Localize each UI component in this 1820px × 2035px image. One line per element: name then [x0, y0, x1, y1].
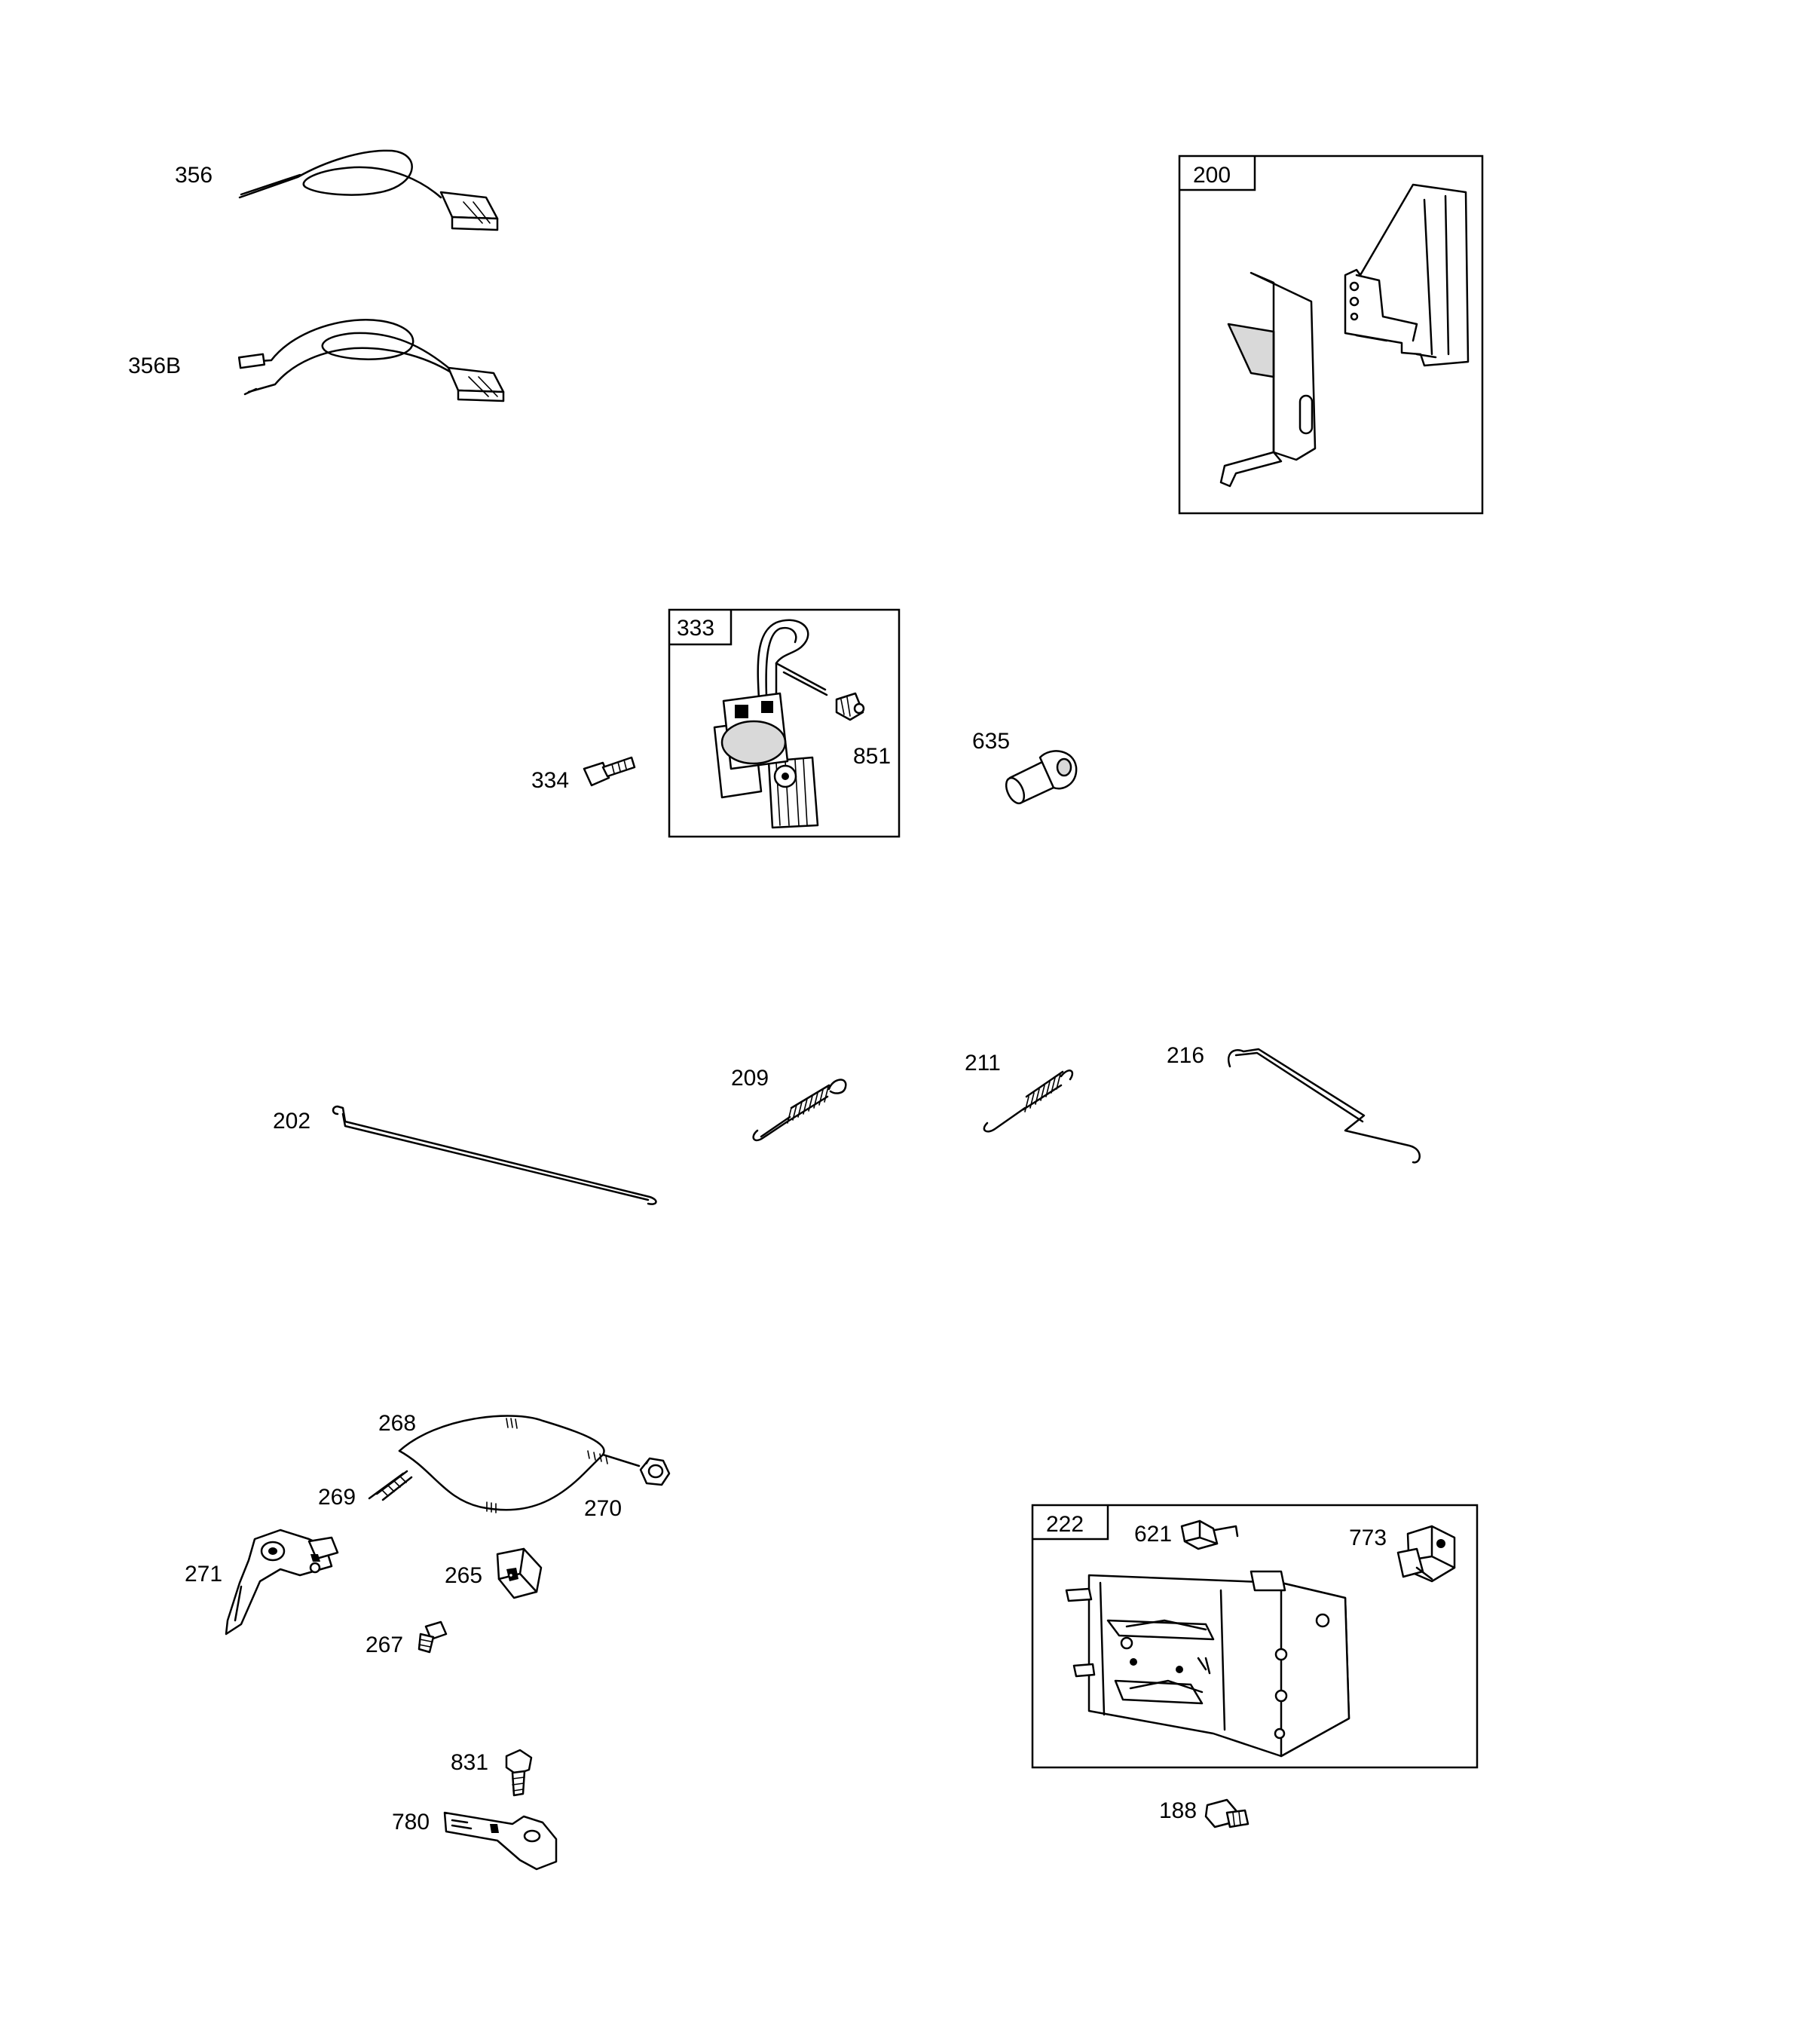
part-209[interactable]: 209: [731, 1066, 847, 1142]
part-216[interactable]: 216: [1167, 1043, 1421, 1164]
part-831[interactable]: 831: [451, 1749, 533, 1797]
spring-connector-851-illustration: [835, 692, 865, 721]
link-rod-202-illustration: [332, 1105, 657, 1205]
part-200-label: 200: [1193, 163, 1231, 188]
part-270-label: 270: [584, 1496, 622, 1521]
cable-end-269-illustration: [368, 1470, 413, 1501]
part-216-label: 216: [1167, 1043, 1204, 1068]
part-635[interactable]: 635: [972, 729, 1078, 806]
part-831-label: 831: [451, 1750, 488, 1775]
part-211[interactable]: 211: [965, 1051, 1074, 1133]
part-211-label: 211: [965, 1051, 1001, 1076]
part-209-label: 209: [731, 1066, 769, 1091]
part-851-label: 851: [853, 744, 891, 769]
bracket-773-illustration: [1396, 1525, 1456, 1583]
screw-334-illustration: [583, 756, 636, 787]
part-269-label: 269: [318, 1485, 356, 1510]
bent-rod-216-illustration: [1228, 1048, 1421, 1164]
part-265-label: 265: [445, 1563, 482, 1588]
control-bracket-222-illustration: [1065, 1570, 1350, 1758]
screw-188-illustration: [1204, 1798, 1250, 1828]
part-334-label: 334: [531, 768, 569, 793]
part-780-label: 780: [392, 1810, 430, 1835]
wire-lead-356b-illustration: [237, 319, 505, 402]
part-269[interactable]: 269: [318, 1470, 413, 1510]
part-851[interactable]: 851: [835, 692, 891, 769]
screw-831-illustration: [505, 1749, 533, 1797]
part-333-label: 333: [677, 616, 714, 641]
clamp-265-illustration: [496, 1547, 543, 1599]
part-356-label: 356: [175, 163, 213, 188]
part-270[interactable]: 270: [584, 1457, 671, 1521]
part-333-frame: [668, 608, 901, 838]
part-773-label: 773: [1349, 1525, 1387, 1550]
part-200-frame: [1178, 155, 1484, 515]
part-773[interactable]: 773: [1349, 1525, 1456, 1583]
part-267-label: 267: [366, 1633, 403, 1657]
part-222-box[interactable]: 222 621: [1031, 1504, 1479, 1769]
part-333-box[interactable]: 333 851: [668, 608, 901, 838]
spring-209-illustration: [752, 1079, 847, 1142]
wire-lead-356-illustration: [238, 149, 499, 231]
lever-271-illustration: [225, 1529, 339, 1636]
part-268[interactable]: 268: [378, 1411, 641, 1513]
part-356[interactable]: 356: [175, 149, 499, 231]
part-621-label: 621: [1134, 1522, 1172, 1547]
part-202[interactable]: 202: [273, 1105, 657, 1205]
part-202-label: 202: [273, 1109, 310, 1134]
bracket-200-illustration: [1219, 183, 1470, 488]
part-265[interactable]: 265: [445, 1547, 543, 1599]
part-188[interactable]: 188: [1159, 1798, 1250, 1828]
part-621[interactable]: 621: [1134, 1519, 1239, 1550]
part-356b-label: 356B: [128, 353, 181, 378]
part-188-label: 188: [1159, 1798, 1197, 1823]
part-222-label: 222: [1046, 1512, 1084, 1537]
plug-boot-635-illustration: [1005, 750, 1078, 805]
armature-333-illustration: [713, 619, 828, 829]
part-271-label: 271: [185, 1562, 222, 1587]
part-222-frame: [1031, 1504, 1479, 1769]
clip-621-illustration: [1180, 1519, 1239, 1550]
part-780[interactable]: 780: [392, 1810, 558, 1871]
part-267[interactable]: 267: [366, 1620, 448, 1657]
plate-780-illustration: [443, 1811, 558, 1871]
screw-267-illustration: [418, 1620, 448, 1654]
cable-268-illustration: [398, 1415, 641, 1513]
part-356b[interactable]: 356B: [128, 319, 505, 402]
part-200-box[interactable]: 200: [1178, 155, 1484, 515]
part-268-label: 268: [378, 1411, 416, 1436]
part-334[interactable]: 334: [531, 756, 636, 793]
spring-211-illustration: [983, 1070, 1074, 1133]
nut-270-illustration: [639, 1457, 671, 1486]
part-271[interactable]: 271: [185, 1529, 339, 1636]
part-635-label: 635: [972, 729, 1010, 754]
